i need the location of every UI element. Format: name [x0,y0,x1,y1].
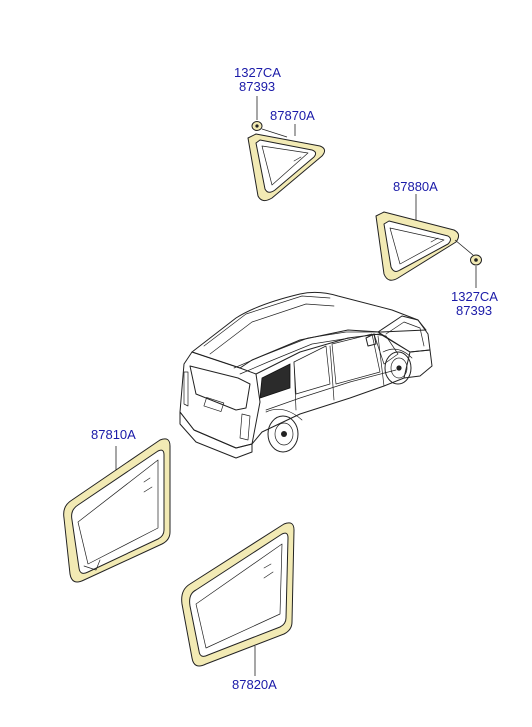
quarter-glass-upper-right-label: 87870A [270,108,315,123]
clip-right-icon [470,254,482,288]
quarter-glass-rear-left-label: 87810A [91,427,136,442]
clip-top-icon [251,96,263,131]
quarter-glass-upper-right-icon [247,124,326,202]
quarter-glass-front-right-icon [375,194,474,281]
clip-right-part-label: 1327CA [451,289,498,304]
clip-top-part-label: 1327CA [234,65,281,80]
clip-top-sub-label: 87393 [239,79,276,94]
clip-right-sub-label: 87393 [456,303,493,318]
quarter-glass-rear-left-icon [63,438,171,583]
quarter-glass-rear-right-icon [181,522,295,676]
quarter-glass-rear-right-label: 87820A [232,677,277,692]
vehicle-icon [179,291,433,459]
quarter-glass-front-right-label: 87880A [393,179,438,194]
